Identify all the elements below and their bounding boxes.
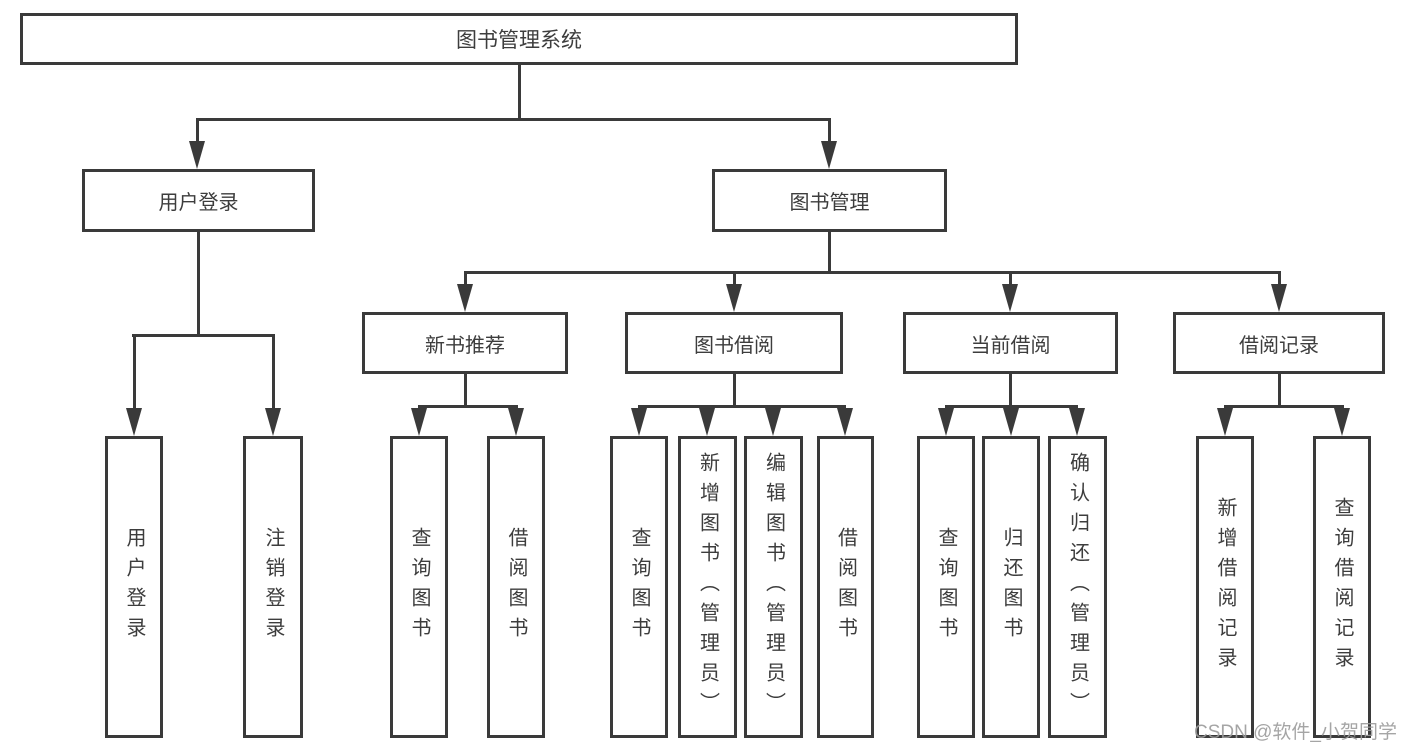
connector-current-borrow-stem [1009, 374, 1012, 408]
connector-book-management-stem [828, 232, 831, 274]
node-current-borrow: 当前借阅 [903, 312, 1118, 374]
arrowhead-leaf [1069, 408, 1085, 436]
connector-book-management-crossbar [464, 271, 1281, 274]
arrowhead-leaf [508, 408, 524, 436]
arrowhead-book-management [821, 141, 837, 169]
connector-borrow-records-stem [1278, 374, 1281, 408]
connector-user-login-stem [197, 232, 200, 337]
node-label: 新增图书（管理员） [696, 452, 719, 722]
node-label: 借阅图书 [834, 527, 857, 647]
arrowhead-leaf [265, 408, 281, 436]
arrowhead-current-borrow [1002, 284, 1018, 312]
node-leaf-edit-books-admin: 编辑图书（管理员） [744, 436, 803, 738]
node-label: 查询图书 [408, 527, 430, 647]
node-label: 归还图书 [1000, 527, 1022, 647]
node-leaf-query-books-1: 查询图书 [390, 436, 448, 738]
arrowhead-leaf [126, 408, 142, 436]
connector-leaf-shaft [133, 334, 136, 412]
node-label: 查询图书 [935, 527, 957, 647]
connector-user-login-shaft [196, 118, 199, 144]
node-leaf-add-borrow-record: 新增借阅记录 [1196, 436, 1254, 738]
connector-book-borrow-stem [733, 374, 736, 408]
node-label: 图书管理 [789, 192, 870, 214]
node-book-borrow: 图书借阅 [625, 312, 843, 374]
node-label: 编辑图书（管理员） [762, 452, 785, 722]
arrowhead-new-book [457, 284, 473, 312]
connector-level3-shaft [464, 271, 467, 287]
node-label: 借阅图书 [505, 527, 527, 647]
node-leaf-confirm-return-admin: 确认归还（管理员） [1048, 436, 1107, 738]
node-leaf-add-books-admin: 新增图书（管理员） [678, 436, 737, 738]
node-borrow-records: 借阅记录 [1173, 312, 1385, 374]
arrowhead-book-borrow [726, 284, 742, 312]
node-user-login: 用户登录 [82, 169, 315, 232]
connector-level3-shaft [1278, 271, 1281, 287]
connector-book-borrow-crossbar [638, 405, 846, 408]
connector-level3-shaft [733, 271, 736, 287]
connector-borrow-records-crossbar [1224, 405, 1344, 408]
node-label: 查询借阅记录 [1331, 497, 1353, 677]
node-label: 图书管理系统 [456, 29, 582, 52]
arrowhead-leaf [765, 408, 781, 436]
arrowhead-leaf [699, 408, 715, 436]
node-label: 图书借阅 [694, 334, 774, 357]
node-label: 注销登录 [262, 527, 284, 647]
node-leaf-return-books: 归还图书 [982, 436, 1040, 738]
connector-level3-shaft [1009, 271, 1012, 287]
node-leaf-user-login: 用户登录 [105, 436, 163, 738]
node-label: 新书推荐 [425, 334, 505, 357]
node-leaf-logout: 注销登录 [243, 436, 303, 738]
arrowhead-leaf [938, 408, 954, 436]
arrowhead-leaf [631, 408, 647, 436]
node-leaf-query-borrow-record: 查询借阅记录 [1313, 436, 1371, 738]
node-label: 新增借阅记录 [1214, 497, 1236, 677]
connector-new-book-stem [464, 374, 467, 408]
connector-new-book-crossbar [418, 405, 518, 408]
node-label: 借阅记录 [1239, 334, 1319, 357]
connector-root-crossbar [196, 118, 831, 121]
connector-book-management-shaft [828, 118, 831, 144]
node-label: 确认归还（管理员） [1066, 452, 1089, 722]
arrowhead-leaf [1334, 408, 1350, 436]
connector-leaf-shaft [272, 334, 275, 412]
arrowhead-borrow-records [1271, 284, 1287, 312]
arrowhead-leaf [837, 408, 853, 436]
node-leaf-query-books-2: 查询图书 [610, 436, 668, 738]
node-leaf-query-books-3: 查询图书 [917, 436, 975, 738]
connector-root-stem [518, 65, 521, 120]
connector-user-login-crossbar [132, 334, 275, 337]
arrowhead-user-login [189, 141, 205, 169]
node-leaf-borrow-books-2: 借阅图书 [817, 436, 874, 738]
node-book-management: 图书管理 [712, 169, 947, 232]
node-label: 用户登录 [158, 192, 239, 214]
node-system-root: 图书管理系统 [20, 13, 1018, 65]
arrowhead-leaf [1217, 408, 1233, 436]
arrowhead-leaf [1003, 408, 1019, 436]
arrowhead-leaf [411, 408, 427, 436]
node-leaf-borrow-books-1: 借阅图书 [487, 436, 545, 738]
node-label: 查询图书 [628, 527, 650, 647]
watermark: CSDN @软件_小贺同学 [1194, 722, 1397, 743]
node-label: 当前借阅 [970, 334, 1051, 357]
node-label: 用户登录 [123, 527, 145, 647]
node-new-book-recommend: 新书推荐 [362, 312, 568, 374]
connector-current-borrow-crossbar [945, 405, 1078, 408]
